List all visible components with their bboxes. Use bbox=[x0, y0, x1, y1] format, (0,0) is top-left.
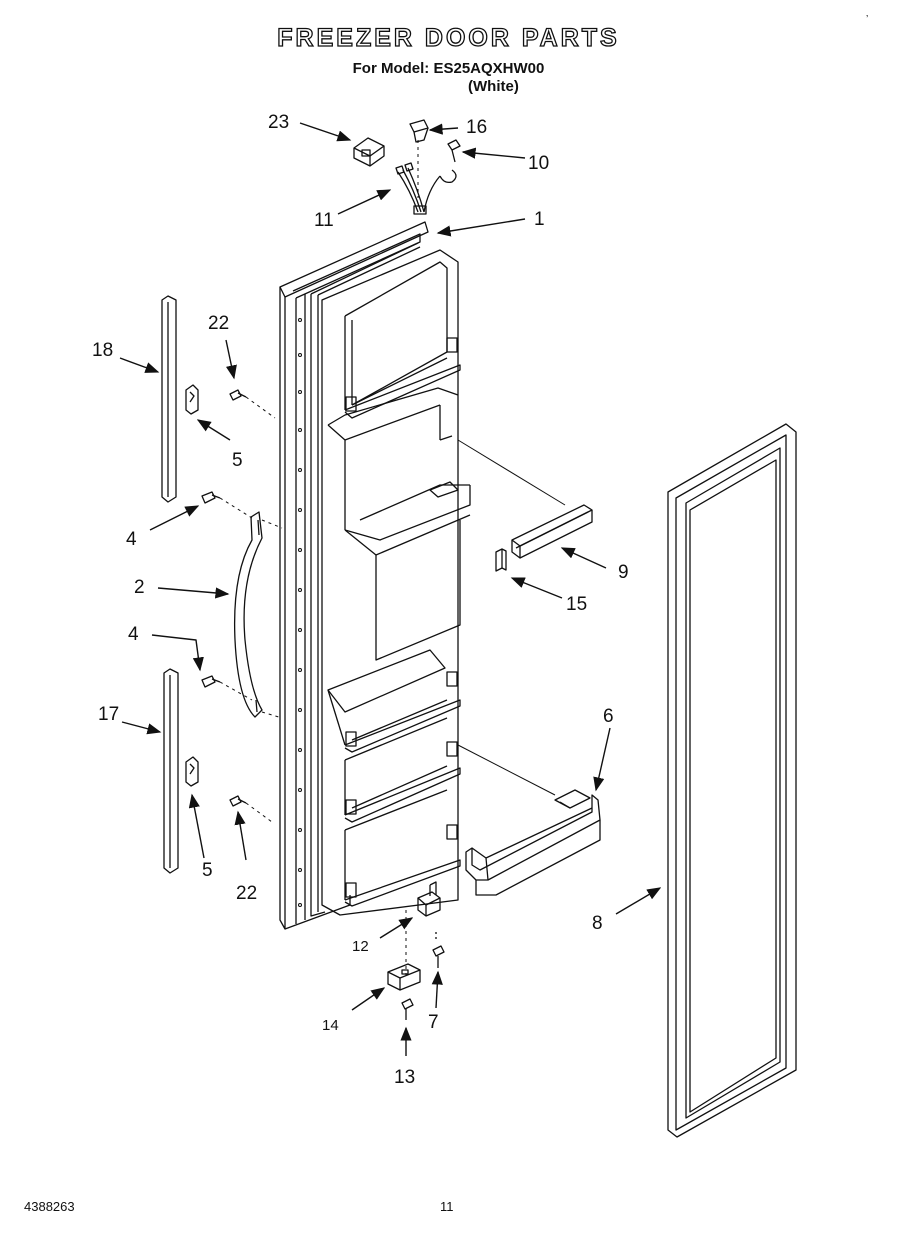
callout-15: 15 bbox=[566, 594, 587, 615]
door-handle bbox=[233, 511, 263, 718]
callout-16: 16 bbox=[466, 117, 487, 138]
callout-22-lower: 22 bbox=[236, 883, 257, 904]
door-panel bbox=[279, 221, 471, 930]
document-number: 4388263 bbox=[24, 1199, 75, 1214]
handle-screw-upper bbox=[201, 491, 221, 504]
corner-mark: ’ bbox=[866, 14, 869, 25]
callout-7: 7 bbox=[428, 1012, 439, 1033]
callout-4-lower: 4 bbox=[128, 624, 139, 645]
callout-22-upper: 22 bbox=[208, 313, 229, 334]
page-number: 11 bbox=[440, 1199, 454, 1214]
callout-2: 2 bbox=[134, 577, 145, 598]
callout-13: 13 bbox=[394, 1067, 415, 1088]
hinge-12 bbox=[417, 881, 441, 917]
callout-6: 6 bbox=[603, 706, 614, 727]
callout-1: 1 bbox=[534, 209, 545, 230]
trim-screw-upper bbox=[229, 389, 247, 401]
trim-clip-lower bbox=[185, 756, 199, 787]
callout-labels: 23 16 10 11 1 18 22 5 4 2 4 17 5 22 9 15… bbox=[92, 112, 629, 1088]
handle-trim-17 bbox=[163, 668, 179, 874]
handle-trim-18 bbox=[161, 295, 177, 503]
color-line: (White) bbox=[468, 78, 519, 95]
callout-4-upper: 4 bbox=[126, 529, 137, 550]
callout-11: 11 bbox=[314, 210, 334, 231]
callout-12: 12 bbox=[352, 938, 369, 955]
callout-9: 9 bbox=[618, 562, 629, 583]
assembly-lines bbox=[219, 140, 419, 975]
door-bin-6 bbox=[465, 789, 601, 896]
page-title: FREEZER DOOR PARTS bbox=[277, 23, 620, 52]
callout-5-upper: 5 bbox=[232, 450, 243, 471]
callout-10: 10 bbox=[528, 153, 549, 174]
screw-7 bbox=[432, 932, 445, 968]
callout-18: 18 bbox=[92, 340, 113, 361]
trim-clip-upper bbox=[185, 384, 199, 415]
callout-14: 14 bbox=[322, 1017, 339, 1034]
dispenser-trim-9 bbox=[511, 504, 593, 559]
callout-8: 8 bbox=[592, 913, 603, 934]
wire-harness-11 bbox=[395, 162, 457, 215]
callout-23: 23 bbox=[268, 112, 289, 133]
trim-screw-lower bbox=[229, 795, 247, 807]
callout-arrows bbox=[119, 122, 662, 1056]
callout-5-lower: 5 bbox=[202, 860, 213, 881]
screw-13 bbox=[401, 998, 414, 1020]
cap-16 bbox=[409, 119, 429, 143]
handle-screw-lower bbox=[201, 675, 221, 688]
model-line: For Model: ES25AQXHW00 bbox=[352, 60, 545, 77]
screw-10 bbox=[447, 139, 461, 163]
door-gasket bbox=[667, 423, 797, 1138]
wire-connector-23 bbox=[353, 137, 385, 167]
hinge-block-14 bbox=[387, 963, 421, 991]
clip-15 bbox=[495, 548, 507, 572]
callout-17: 17 bbox=[98, 704, 119, 725]
